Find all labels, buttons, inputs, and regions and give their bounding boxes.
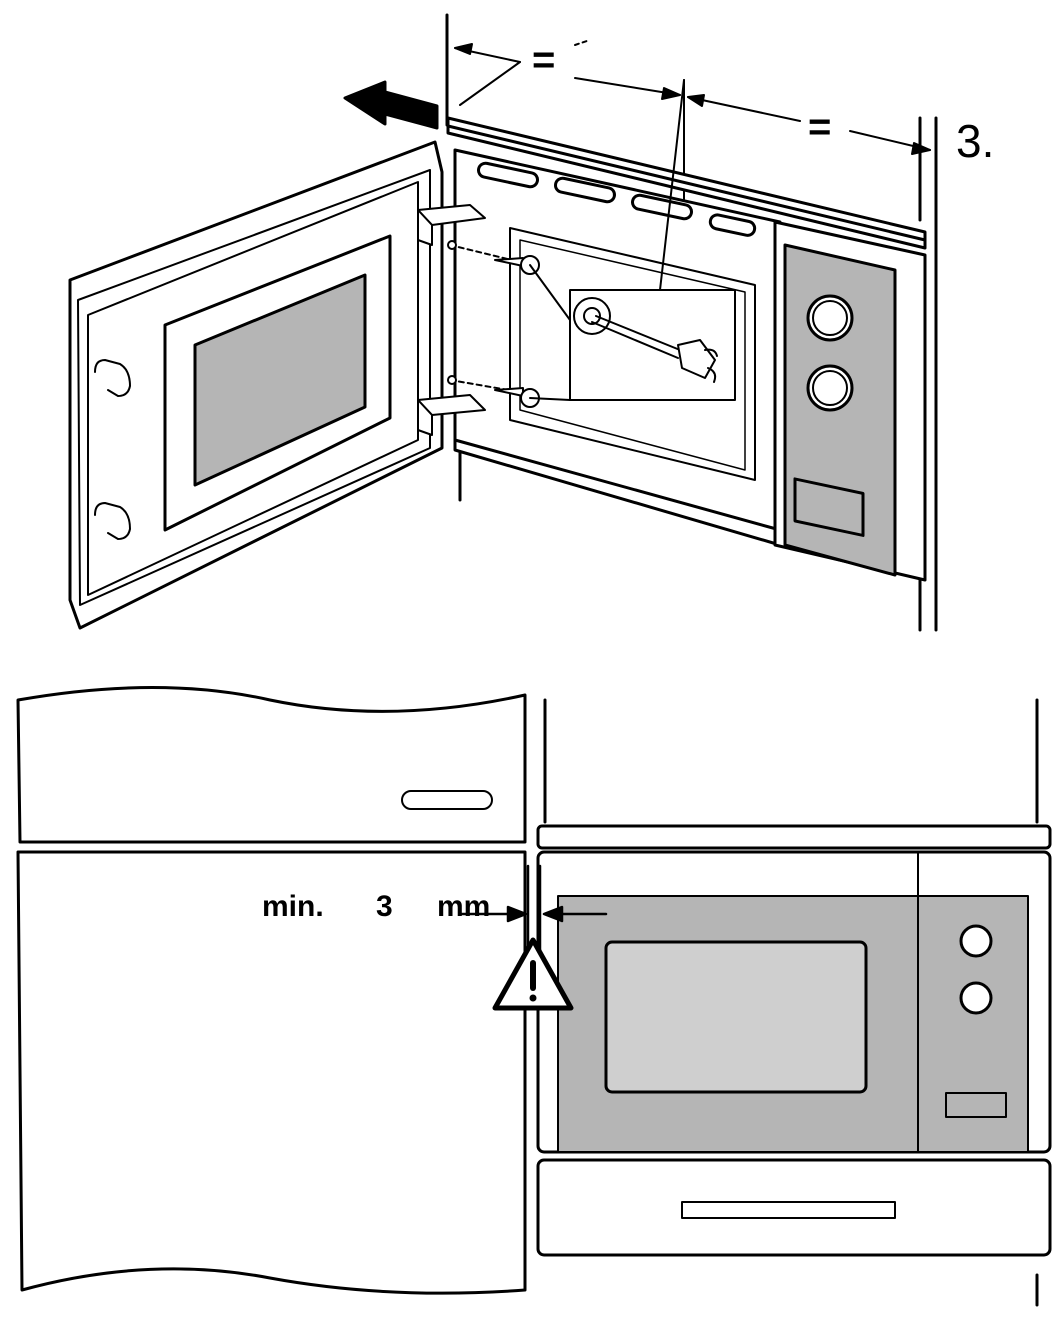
microwave-window [604, 940, 868, 1094]
knob-top [959, 924, 993, 958]
control-panel [773, 220, 927, 582]
gap-unit: mm [437, 890, 491, 923]
upper-cabinet [16, 686, 527, 844]
microwave-door [68, 140, 486, 630]
cabinet-frame [543, 698, 1039, 1307]
equal-distance-right: = [808, 105, 832, 149]
knob-bottom [959, 981, 993, 1015]
arrow-left-icon [343, 80, 439, 130]
cabinet-top-rail [446, 116, 927, 250]
gap-value: 3 [376, 890, 393, 923]
cabinet-handle [401, 790, 493, 810]
warning-triangle-icon [492, 937, 574, 1011]
lower-cabinet [16, 850, 527, 1295]
gap-prefix: min. [262, 890, 324, 923]
screw-detail-callout [529, 79, 736, 401]
microwave-front [536, 850, 1052, 1154]
microwave-top-trim [536, 824, 1052, 850]
step-number: 3. [956, 115, 995, 167]
cabinet-walls [445, 13, 938, 632]
equal-distance-left: = [532, 38, 556, 82]
screwdriver-icon [591, 315, 718, 383]
microwave-base-trim [536, 1158, 1052, 1257]
display-window [793, 477, 865, 537]
display-window [945, 1092, 1007, 1118]
